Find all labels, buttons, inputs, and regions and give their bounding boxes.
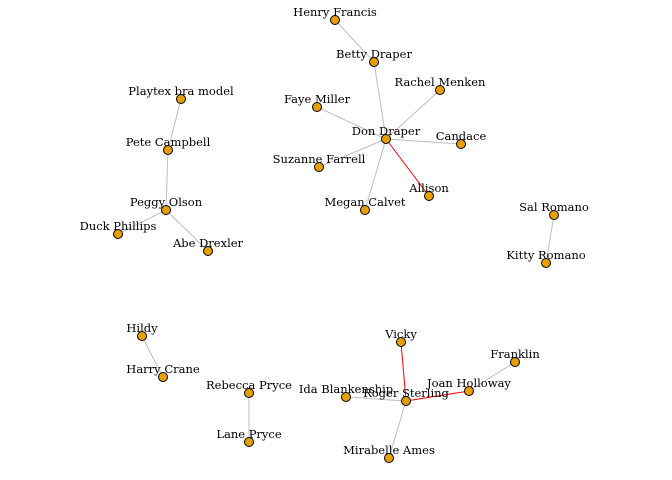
node-label-pete-campbell: Pete Campbell [126, 135, 211, 149]
node-label-megan-calvet: Megan Calvet [324, 195, 405, 209]
node-vicky [396, 337, 406, 347]
node-label-harry-crane: Harry Crane [126, 362, 200, 376]
node-label-lane-pryce: Lane Pryce [216, 427, 282, 441]
node-abe-drexler [203, 246, 213, 256]
node-hildy [137, 331, 147, 341]
edge-playtex-bra-model-pete-campbell [167, 98, 182, 151]
edge-ida-blankenship-roger-sterling [345, 396, 407, 402]
node-label-candace: Candace [436, 129, 487, 143]
node-allison [424, 191, 434, 201]
node-sal-romano [549, 210, 559, 220]
node-megan-calvet [360, 205, 370, 215]
edge-betty-draper-don-draper [373, 61, 387, 140]
edge-allison-don-draper [385, 138, 430, 197]
node-label-vicky: Vicky [384, 327, 417, 341]
node-label-franklin: Franklin [490, 347, 540, 361]
node-playtex-bra-model [176, 94, 186, 104]
node-lane-pryce [244, 437, 254, 447]
node-henry-francis [330, 15, 340, 25]
node-label-hildy: Hildy [126, 321, 158, 335]
edge-suzanne-farrell-don-draper [318, 138, 387, 168]
edge-rachel-menken-don-draper [385, 89, 441, 140]
edge-joan-holloway-roger-sterling [405, 390, 470, 402]
node-label-suzanne-farrell: Suzanne Farrell [273, 152, 366, 166]
node-candace [456, 139, 466, 149]
node-label-duck-phillips: Duck Phillips [80, 219, 157, 233]
edge-faye-miller-don-draper [316, 106, 387, 140]
edge-joan-holloway-franklin [468, 361, 516, 392]
node-kitty-romano [541, 258, 551, 268]
edges-layer [117, 19, 555, 459]
node-joan-holloway [464, 386, 474, 396]
node-betty-draper [369, 57, 379, 67]
node-label-abe-drexler: Abe Drexler [172, 236, 244, 250]
node-label-joan-holloway: Joan Holloway [426, 376, 511, 390]
edge-megan-calvet-don-draper [364, 138, 387, 211]
edge-candace-don-draper [385, 138, 462, 145]
node-label-faye-miller: Faye Miller [284, 92, 351, 106]
edge-peggy-olson-duck-phillips [117, 209, 167, 235]
edge-peggy-olson-abe-drexler [165, 209, 209, 252]
node-label-roger-sterling: Roger Sterling [363, 386, 449, 400]
node-franklin [510, 357, 520, 367]
node-duck-phillips [113, 229, 123, 239]
node-roger-sterling [401, 396, 411, 406]
node-label-sal-romano: Sal Romano [519, 200, 589, 214]
nodes-layer [113, 15, 559, 463]
node-label-kitty-romano: Kitty Romano [506, 248, 585, 262]
node-mirabelle-ames [384, 453, 394, 463]
node-label-henry-francis: Henry Francis [293, 5, 377, 19]
edge-henry-francis-betty-draper [334, 19, 375, 63]
node-pete-campbell [163, 145, 173, 155]
node-suzanne-farrell [314, 162, 324, 172]
node-label-allison: Allison [408, 181, 449, 195]
edge-vicky-roger-sterling [400, 341, 407, 402]
node-label-mirabelle-ames: Mirabelle Ames [343, 443, 435, 457]
edge-mirabelle-ames-roger-sterling [388, 400, 407, 459]
node-label-playtex-bra-model: Playtex bra model [128, 84, 234, 98]
node-faye-miller [312, 102, 322, 112]
node-rachel-menken [435, 85, 445, 95]
node-ida-blankenship [341, 392, 351, 402]
node-label-ida-blankenship: Ida Blankenship [299, 382, 393, 396]
node-rebecca-pryce [244, 388, 254, 398]
node-label-betty-draper: Betty Draper [336, 47, 412, 61]
node-don-draper [381, 134, 391, 144]
node-label-don-draper: Don Draper [352, 124, 421, 138]
node-label-rebecca-pryce: Rebecca Pryce [206, 378, 292, 392]
edge-pete-campbell-peggy-olson [165, 149, 169, 211]
node-label-rachel-menken: Rachel Menken [395, 75, 487, 89]
node-peggy-olson [161, 205, 171, 215]
edge-sal-romano-kitty-romano [545, 214, 555, 264]
node-harry-crane [158, 372, 168, 382]
edge-hildy-harry-crane [141, 335, 164, 378]
node-label-peggy-olson: Peggy Olson [130, 195, 203, 209]
